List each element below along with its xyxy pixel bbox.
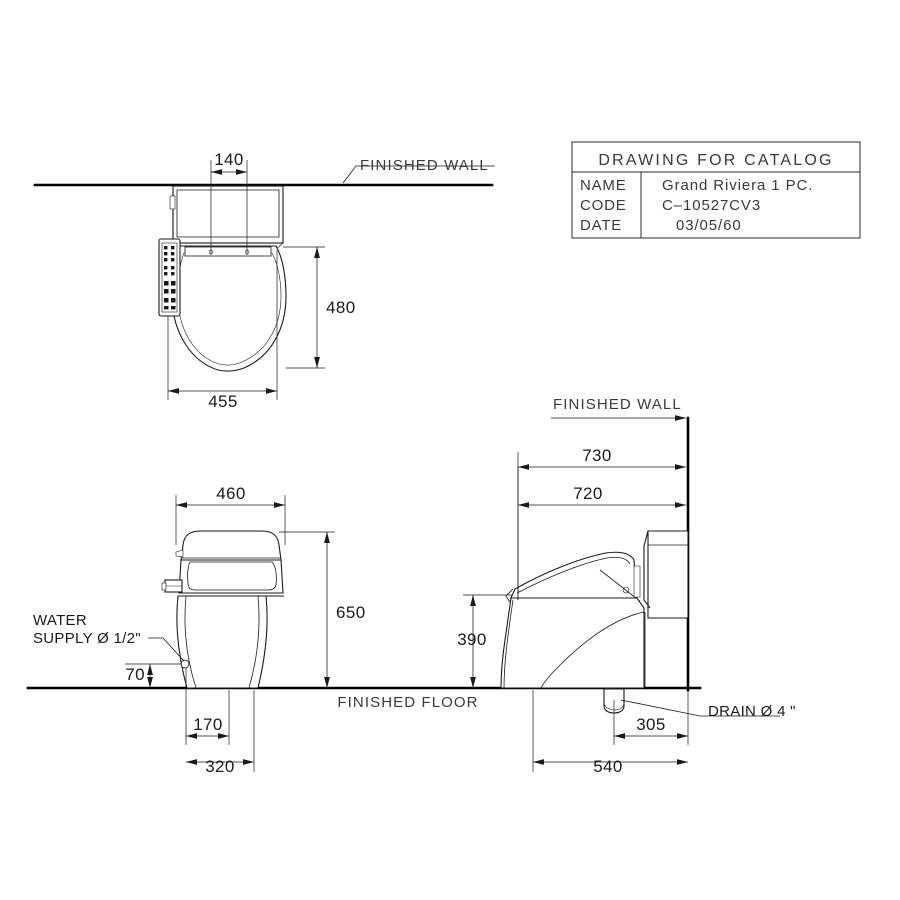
- front-pedestal: [176, 595, 268, 689]
- front-elevation-view: WATER SUPPLY Ø 1/2" 460 650 70: [33, 484, 366, 776]
- finished-floor-label: FINISHED FLOOR: [337, 694, 478, 711]
- title-block-key-code: CODE: [580, 197, 627, 214]
- front-dim-170-text: 170: [193, 715, 223, 734]
- side-hinge-line: [599, 569, 637, 599]
- front-tank-panel: [187, 561, 277, 591]
- front-dim-320-text: 320: [205, 757, 235, 776]
- plan-dim-480-text: 480: [326, 298, 356, 317]
- side-trapway-curve: [540, 611, 645, 689]
- side-hinge-bracket: [633, 565, 641, 598]
- front-control-panel-edge: [161, 582, 167, 591]
- front-dim-460-text: 460: [216, 484, 246, 503]
- front-dim-650: 650: [279, 531, 366, 688]
- front-dim-460: 460: [175, 484, 286, 545]
- front-skirt-line-right: [248, 595, 260, 689]
- plan-finished-wall-label: FINISHED WALL: [360, 157, 489, 174]
- plan-control-panel-face: [161, 242, 178, 313]
- plan-dim-140: 140: [210, 150, 248, 255]
- front-dim-170: 170: [185, 668, 230, 745]
- side-seat-top-line: [516, 556, 631, 594]
- plan-control-panel-buttons: [164, 246, 176, 310]
- front-tank-top: [180, 530, 282, 561]
- side-dim-730-text: 730: [582, 446, 612, 465]
- plan-seat-lid-outline: [171, 245, 287, 372]
- side-drain-label: DRAIN Ø 4 ": [708, 703, 796, 720]
- plan-flush-lever: [169, 195, 176, 210]
- front-dim-70: 70: [125, 663, 182, 688]
- plan-dim-480: 480: [283, 246, 356, 369]
- side-dim-720-text: 720: [573, 484, 603, 503]
- plan-wall-leader: [342, 165, 495, 184]
- front-dim-320: 320: [186, 690, 255, 776]
- plan-tank-outline: [172, 185, 284, 244]
- side-dim-305: 305: [613, 690, 689, 745]
- front-dim-70-text: 70: [125, 665, 145, 684]
- side-finished-wall-label: FINISHED WALL: [553, 396, 682, 413]
- title-block-value-date: 03/05/60: [676, 217, 742, 234]
- side-skirt-front-line: [503, 599, 514, 689]
- front-water-supply-label-line1: WATER: [33, 612, 87, 629]
- side-dim-305-text: 305: [636, 715, 666, 734]
- side-drain-leader: [620, 699, 780, 717]
- front-flush-lever: [175, 549, 184, 558]
- side-hinge-pivot: [622, 586, 630, 594]
- side-dim-390: 390: [457, 594, 512, 688]
- title-block-value-name: Grand Riviera 1 PC.: [662, 177, 813, 194]
- title-block-value-code: C–10527CV3: [662, 197, 761, 214]
- floor-line-group: FINISHED FLOOR: [26, 686, 702, 711]
- plan-control-panel: [158, 238, 181, 317]
- title-block-frame: [571, 141, 861, 239]
- title-block-key-date: DATE: [580, 217, 622, 234]
- front-water-supply-label-line2: SUPPLY Ø 1/2": [33, 630, 141, 647]
- side-dim-540: 540: [532, 690, 688, 776]
- plan-hinge-band: [184, 246, 272, 257]
- plan-dim-455-text: 455: [208, 392, 238, 411]
- side-tank-block: [647, 530, 689, 619]
- front-dim-650-text: 650: [336, 603, 366, 622]
- title-block-header-text: DRAWING FOR CATALOG: [598, 152, 833, 169]
- title-block-key-name: NAME: [580, 177, 627, 194]
- side-seat-nose: [505, 588, 514, 602]
- front-control-panel: [161, 579, 183, 593]
- side-tank-front-bevel: [643, 530, 651, 609]
- side-dim-390-text: 390: [457, 630, 487, 649]
- front-skirt-line-left: [184, 595, 197, 689]
- side-seat-wedge: [510, 551, 638, 599]
- title-block: DRAWING FOR CATALOG NAME CODE DATE Grand…: [571, 141, 861, 239]
- plan-dim-140-text: 140: [214, 150, 244, 169]
- side-elevation-view: FINISHED WALL: [457, 396, 796, 776]
- side-bowl-body: [500, 597, 645, 689]
- side-dim-540-text: 540: [593, 757, 623, 776]
- front-water-supply-leader: [148, 637, 185, 662]
- plan-view: FINISHED WALL: [33, 150, 495, 411]
- plan-tank-inner: [176, 189, 280, 238]
- plan-dim-455: 455: [167, 250, 278, 411]
- side-dim-720: 720: [517, 467, 686, 600]
- front-water-supply-inlet: [180, 659, 190, 669]
